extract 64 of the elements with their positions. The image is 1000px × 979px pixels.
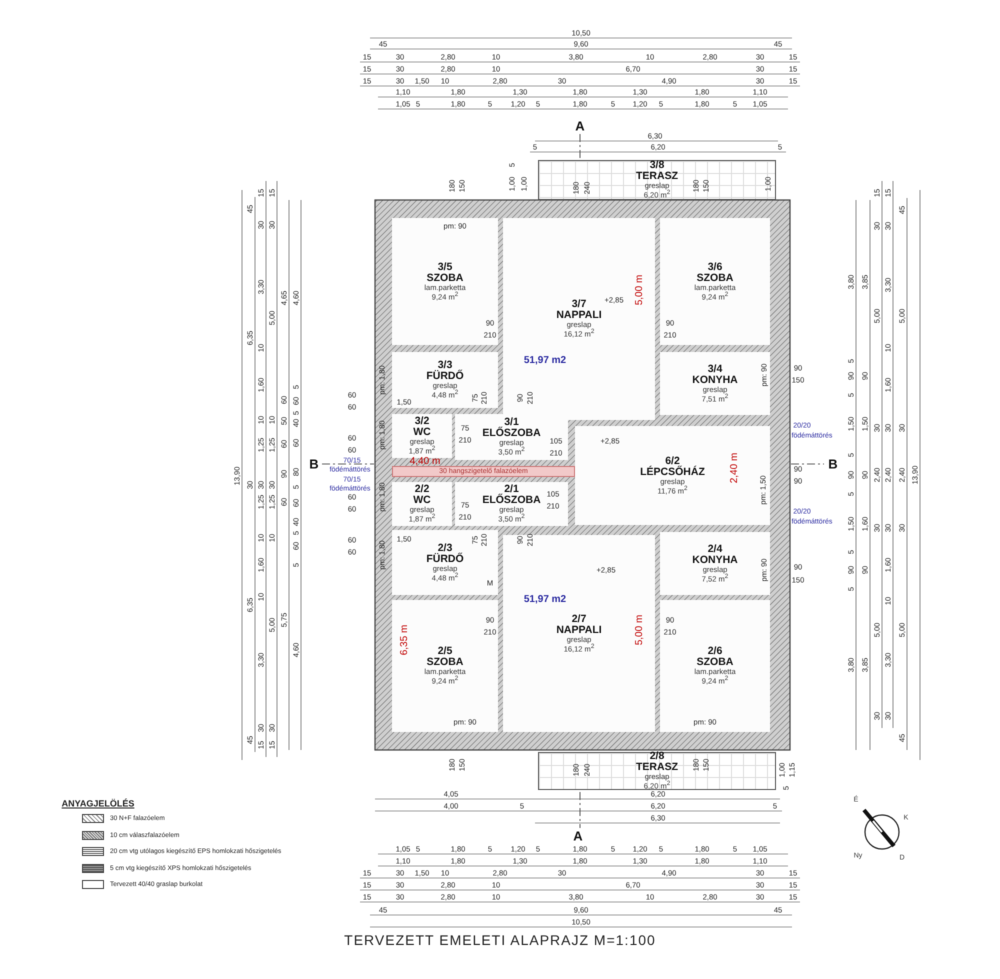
room xyxy=(392,530,498,595)
room xyxy=(455,482,568,526)
area-label: 51,97 m2 xyxy=(524,595,566,605)
insulation-band xyxy=(392,466,575,477)
room xyxy=(575,426,770,525)
room xyxy=(503,535,655,732)
room-number: 3/8 xyxy=(650,160,664,172)
room-name: WC xyxy=(413,427,431,438)
room xyxy=(392,414,452,458)
dimension-label: 4,40 m xyxy=(410,457,440,467)
room-name: KONYHA xyxy=(692,374,738,386)
room-number: 3/7 xyxy=(572,299,586,310)
room-number: 2/2 xyxy=(414,484,430,496)
room-name: FÜRDŐ xyxy=(426,554,464,565)
dimension-label: 5,00 m xyxy=(635,274,645,306)
room-name: SZOBA xyxy=(426,657,464,668)
room xyxy=(455,414,568,460)
section-marker: B xyxy=(309,458,319,470)
room-number: 2/8 xyxy=(650,751,664,762)
caption: TERVEZETT EMELETI ALAPRAJZ M=1:100 xyxy=(344,932,656,948)
room xyxy=(392,352,498,408)
section-marker: A xyxy=(575,120,585,132)
room xyxy=(660,532,770,595)
room-name: SZOBA xyxy=(696,657,734,668)
room-number: 3/6 xyxy=(708,262,722,273)
dimension-label: 5,00 m xyxy=(635,614,645,646)
room-number: 2/5 xyxy=(438,646,452,658)
room-number: 3/2 xyxy=(414,416,430,428)
room-name: SZOBA xyxy=(426,272,464,284)
room-number: 3/4 xyxy=(708,364,722,375)
terrace xyxy=(538,752,776,790)
room-number: 2/3 xyxy=(438,542,452,554)
room-name: NAPPALI xyxy=(556,310,602,322)
legend-heading: ANYAGJELÖLÉS xyxy=(62,800,134,808)
section-marker: B xyxy=(828,458,838,470)
room-number: 2/7 xyxy=(572,614,586,625)
room-name: SZOBA xyxy=(696,272,734,284)
room-number: 3/3 xyxy=(438,360,452,372)
room-name: FÜRDŐ xyxy=(426,371,464,382)
room-number: 2/6 xyxy=(708,646,722,658)
room xyxy=(392,482,452,526)
room xyxy=(392,600,498,732)
room xyxy=(660,218,770,345)
room-number: 3/1 xyxy=(504,417,519,428)
room-name: ELŐSZOBA xyxy=(482,428,541,440)
room-number: 2/1 xyxy=(504,484,519,496)
room-name: ELŐSZOBA xyxy=(482,495,541,506)
room-name: LÉPCSŐHÁZ xyxy=(640,466,705,478)
room-name: TERASZ xyxy=(636,762,678,774)
section-marker: A xyxy=(573,830,583,842)
dimension-label: 6,35 m xyxy=(400,624,410,656)
room-name: NAPPALI xyxy=(556,624,602,636)
room-name: WC xyxy=(413,495,431,506)
room xyxy=(660,352,770,415)
room xyxy=(392,218,498,345)
room xyxy=(660,600,770,732)
area-label: 51,97 m2 xyxy=(524,356,566,366)
room-name: TERASZ xyxy=(636,171,678,182)
room-number: 6/2 xyxy=(665,456,680,467)
dimension-label: 2,40 m xyxy=(730,452,740,484)
terrace xyxy=(538,160,776,200)
room-number: 3/5 xyxy=(438,262,452,273)
room-name: KONYHA xyxy=(692,554,738,566)
room-number: 2/4 xyxy=(708,544,722,555)
